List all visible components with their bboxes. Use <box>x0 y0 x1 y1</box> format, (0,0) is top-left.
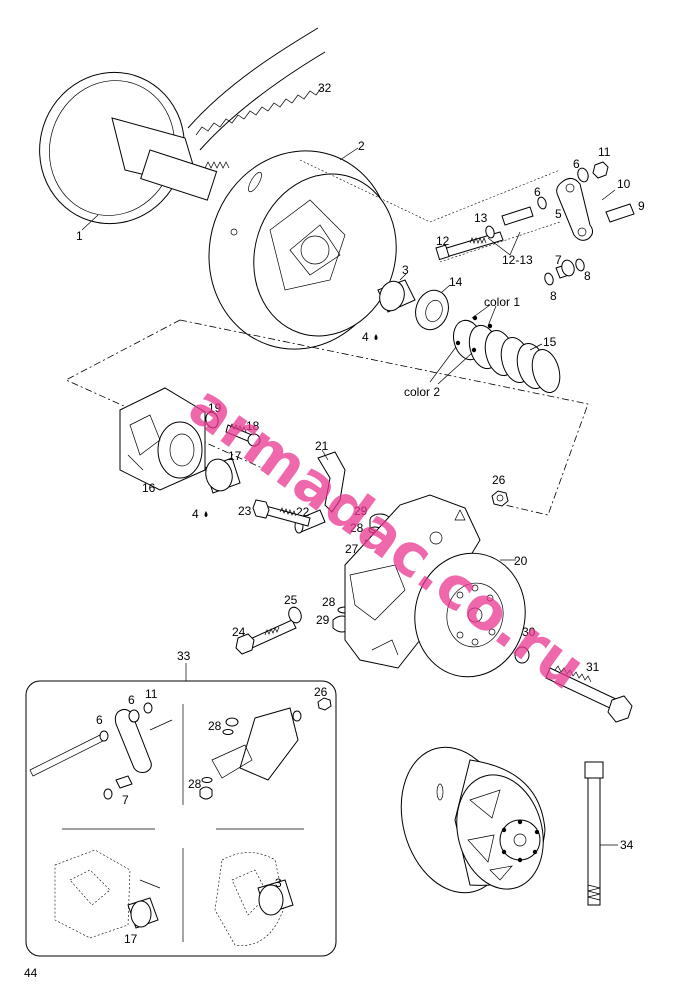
bushing-part-17 <box>204 457 241 494</box>
roller-lever-assembly <box>429 161 635 286</box>
callout-3-inset: 3 <box>275 876 282 890</box>
callout-24: 24 <box>232 625 246 639</box>
oil-drop-icon-lower <box>204 511 208 517</box>
callout-12: 12 <box>436 234 450 248</box>
screw-part-18 <box>225 423 261 447</box>
callout-31: 31 <box>586 660 600 674</box>
callout-27: 27 <box>345 542 359 556</box>
callout-11-top: 11 <box>598 145 611 159</box>
callout-15: 15 <box>543 335 557 349</box>
page-number: 44 <box>24 966 38 980</box>
inset-kit-box-part-33 <box>25 663 337 957</box>
cam-arm-part-21 <box>317 449 346 513</box>
callout-5: 5 <box>555 207 562 221</box>
callout-1: 1 <box>76 229 83 243</box>
movable-sheave-part-2 <box>208 147 431 350</box>
callout-6-inset-top: 6 <box>128 693 135 707</box>
callout-6-top: 6 <box>573 157 580 171</box>
drive-belt-part-32 <box>187 27 326 151</box>
cam-hub-part-16 <box>119 387 206 491</box>
cam-housing-part-20 <box>344 494 526 678</box>
callout-28-top: 28 <box>350 521 364 535</box>
spring-part-15 <box>429 304 561 394</box>
callout-16: 16 <box>142 481 156 495</box>
callout-8-left: 8 <box>550 289 557 303</box>
callout-28-inset-bottom: 28 <box>188 777 202 791</box>
bolt-part-24 <box>235 619 297 655</box>
callout-8-right: 8 <box>584 269 591 283</box>
callout-17-inset: 17 <box>124 932 138 946</box>
callout-4-upper: 4 <box>362 330 369 344</box>
washer-part-30 <box>514 646 530 664</box>
fixed-sheave-part-1 <box>39 71 230 231</box>
callout-12-13: 12-13 <box>502 253 533 267</box>
callout-28-inset-top: 28 <box>208 719 222 733</box>
callout-6-mid: 6 <box>534 185 541 199</box>
callout-7-inset: 7 <box>122 793 129 807</box>
callout-19: 19 <box>208 401 222 415</box>
callout-13: 13 <box>474 211 488 225</box>
assembly-boundary <box>179 319 589 516</box>
callout-21: 21 <box>315 439 329 453</box>
bolt-part-31 <box>545 665 633 723</box>
callout-2: 2 <box>358 139 365 153</box>
callout-29-bottom: 29 <box>316 613 330 627</box>
callout-26-inset: 26 <box>314 685 328 699</box>
callout-34: 34 <box>620 838 634 852</box>
washer-part-14 <box>415 284 451 331</box>
callout-30: 30 <box>522 625 536 639</box>
callout-color1: color 1 <box>484 295 520 309</box>
callout-3: 3 <box>402 263 409 277</box>
callout-32: 32 <box>318 81 332 95</box>
washer-part-19 <box>205 411 219 429</box>
callout-17: 17 <box>228 449 242 463</box>
bushing-part-3 <box>377 273 416 313</box>
callout-20: 20 <box>514 554 528 568</box>
callout-4-lower: 4 <box>192 507 199 521</box>
callout-7-top: 7 <box>555 253 562 267</box>
long-bolt-part-34 <box>584 761 618 906</box>
callout-33: 33 <box>177 649 191 663</box>
callout-14: 14 <box>449 275 463 289</box>
callout-25: 25 <box>284 593 298 607</box>
callout-23: 23 <box>238 504 252 518</box>
callout-26: 26 <box>492 473 506 487</box>
callout-28-bottom: 28 <box>322 595 336 609</box>
callout-6-inset-mid: 6 <box>96 713 103 727</box>
callout-9: 9 <box>638 199 645 213</box>
oil-drop-icon <box>374 334 378 340</box>
nut-part-26 <box>491 490 509 507</box>
callout-color2: color 2 <box>404 385 440 399</box>
assembled-clutch-part-34 <box>400 746 546 894</box>
callout-29-top: 29 <box>354 504 368 518</box>
callout-11-inset: 11 <box>145 687 158 701</box>
callout-18: 18 <box>246 419 260 433</box>
callout-10: 10 <box>617 177 631 191</box>
bolt-part-23 <box>252 499 311 527</box>
washer-part-25 <box>288 606 302 624</box>
